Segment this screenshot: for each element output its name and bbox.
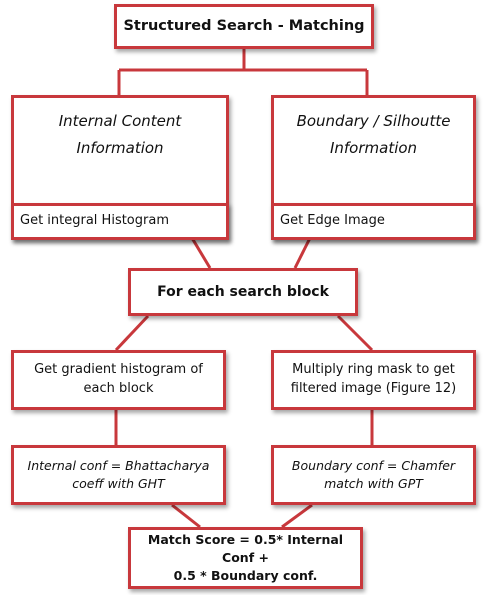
boundary-process-box: Multiply ring mask to get filtered image… <box>271 350 476 410</box>
internal-step-text: Get integral Histogram <box>20 213 169 229</box>
internal-process-text: Get gradient histogram of each block <box>34 362 203 396</box>
connector-internal-conf-to-score <box>171 503 201 529</box>
title-box: Structured Search - Matching <box>114 4 374 49</box>
connector-internal-to-merge <box>190 237 212 269</box>
connector-merge-to-internal-process <box>114 314 150 352</box>
boundary-heading-text: Boundary / Silhoutte Information <box>296 112 451 157</box>
boundary-step-text: Get Edge Image <box>280 213 385 229</box>
internal-process-box: Get gradient histogram of each block <box>11 350 226 410</box>
boundary-process-text: Multiply ring mask to get filtered image… <box>290 362 457 396</box>
internal-confidence-text: Internal conf = Bhattacharya coeff with … <box>27 457 210 491</box>
internal-confidence-box: Internal conf = Bhattacharya coeff with … <box>11 445 226 505</box>
boundary-step-box: Get Edge Image <box>271 203 476 240</box>
boundary-confidence-box: Boundary conf = Chamfer match with GPT <box>271 445 476 505</box>
merge-box: For each search block <box>128 268 358 316</box>
boundary-confidence-text: Boundary conf = Chamfer match with GPT <box>291 457 456 491</box>
match-score-line-1: Match Score = 0.5* Internal Conf + <box>147 531 344 565</box>
connector-merge-to-boundary-process <box>336 314 374 352</box>
connector-boundary-to-merge <box>293 237 312 269</box>
title-text: Structured Search - Matching <box>123 17 365 34</box>
merge-text: For each search block <box>157 283 329 300</box>
match-score-box: Match Score = 0.5* Internal Conf + 0.5 *… <box>128 527 363 589</box>
match-score-line-2: 0.5 * Boundary conf. <box>173 568 318 584</box>
connector-boundary-conf-to-score <box>281 503 313 529</box>
internal-step-box: Get integral Histogram <box>11 203 229 240</box>
internal-heading-text: Internal Content Information <box>58 112 182 157</box>
